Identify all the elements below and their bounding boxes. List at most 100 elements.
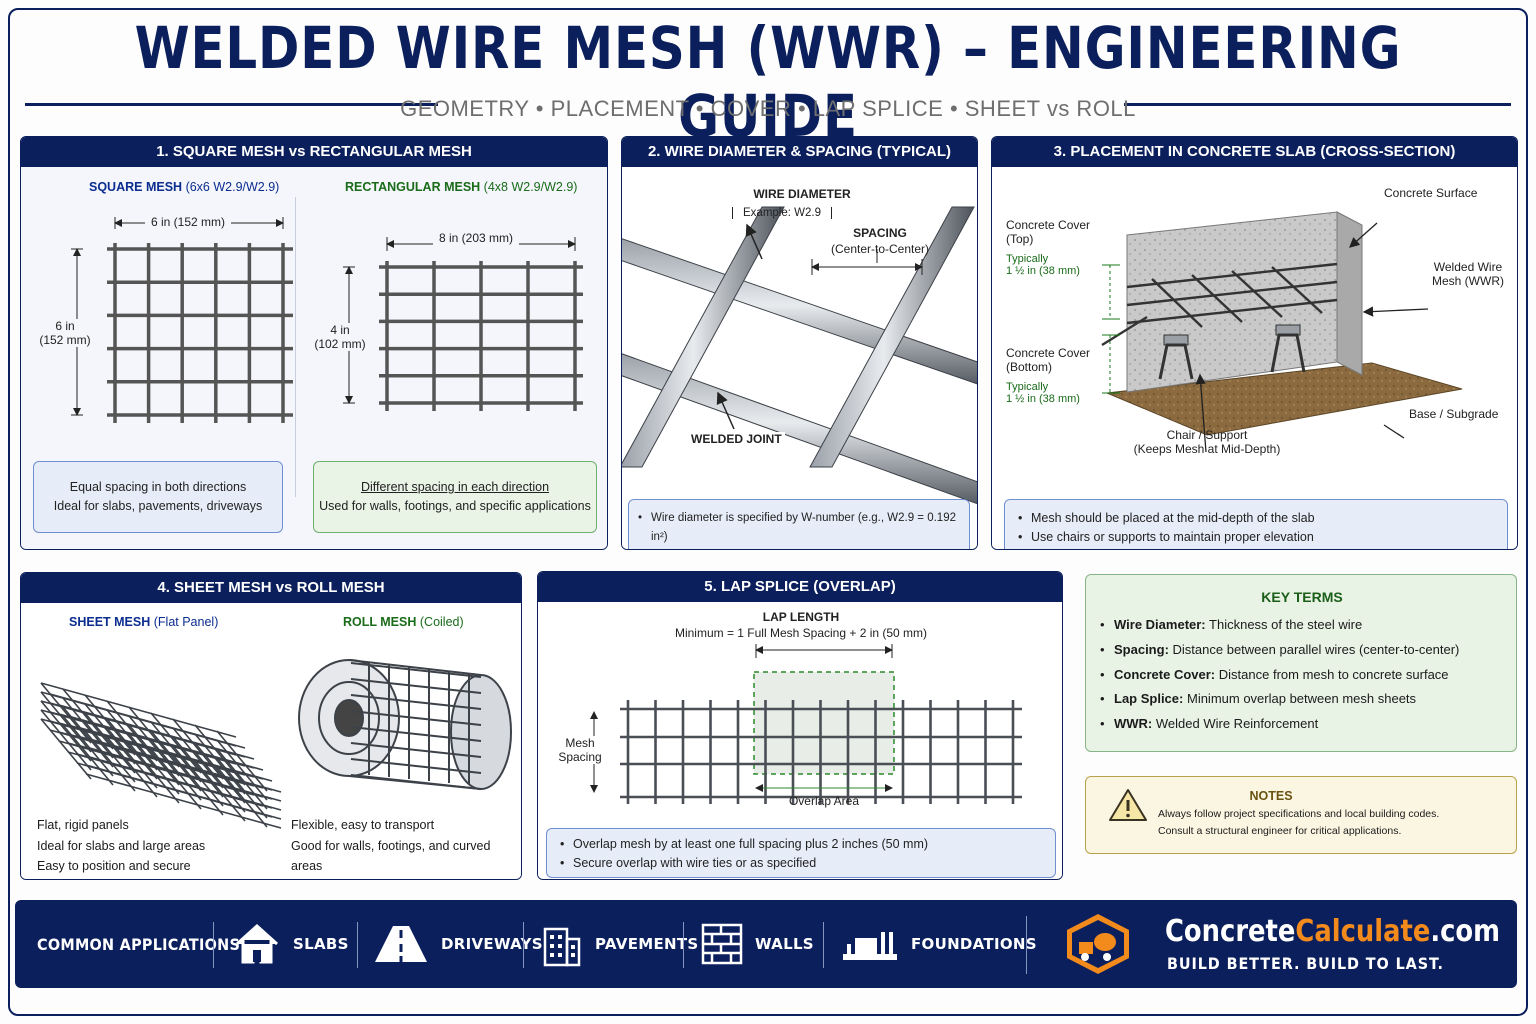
sheet-roll-drawing bbox=[40, 659, 512, 829]
sheet-wire bbox=[128, 742, 180, 804]
list-item: Wire diameter is specified by W-number (… bbox=[635, 509, 963, 547]
key-term-item: •Wire Diameter: Thickness of the steel w… bbox=[1100, 617, 1363, 632]
road-icon bbox=[375, 926, 427, 962]
key-term-item: •Lap Splice: Minimum overlap between mes… bbox=[1100, 691, 1417, 707]
key-terms-box: KEY TERMS •Wire Diameter: Thickness of t… bbox=[1085, 574, 1517, 752]
cover-top-label: Concrete Cover(Top) bbox=[1006, 218, 1091, 246]
sheet-wire bbox=[62, 697, 114, 759]
sheet-wire bbox=[40, 718, 237, 774]
rect-dim-horizontal: 8 in (203 mm) bbox=[433, 231, 520, 245]
list-item: Good for walls, footings, and curved are… bbox=[291, 838, 491, 874]
roll-wire bbox=[350, 662, 482, 678]
chair-support-label: Chair / Support(Keeps Mesh at Mid-Depth) bbox=[1133, 428, 1281, 456]
sheet-wire bbox=[194, 733, 246, 795]
app-foundations: FOUNDATIONS bbox=[841, 900, 1037, 988]
sheet-mesh-heading: SHEET MESH (Flat Panel) bbox=[69, 615, 219, 629]
app-driveways: DRIVEWAYS bbox=[373, 900, 543, 988]
sheet-wire bbox=[85, 773, 282, 829]
notes-line-1: Always follow project specifications and… bbox=[1158, 808, 1440, 820]
concrete-surface-label: Concrete Surface bbox=[1384, 186, 1478, 200]
list-item: Unroll and cut to required length bbox=[291, 877, 521, 880]
brand-logo-icon bbox=[1067, 914, 1129, 974]
lap-minimum-label: Minimum = 1 Full Mesh Spacing + 2 in (50… bbox=[674, 626, 928, 640]
wire-notes: Wire diameter is specified by W-number (… bbox=[628, 499, 970, 549]
sheet-wire bbox=[128, 733, 180, 795]
mesh-drawings bbox=[71, 217, 583, 423]
key-terms-title: KEY TERMS bbox=[1261, 589, 1343, 605]
sheet-wire bbox=[40, 682, 237, 738]
subtitle-rule-right bbox=[1124, 103, 1511, 106]
spacing-sublabel: (Center-to-Center) bbox=[830, 242, 930, 256]
panel-body: WIRE DIAMETER Example: W2.9 SPACING (Cen… bbox=[622, 167, 977, 549]
panel-body: SQUARE MESH (6x6 W2.9/W2.9) RECTANGULAR … bbox=[21, 167, 607, 549]
sheet-wire bbox=[172, 736, 224, 798]
sheet-wire bbox=[106, 700, 158, 762]
panel-body: SHEET MESH (Flat Panel) ROLL MESH (Coile… bbox=[21, 603, 521, 879]
sheet-wire bbox=[216, 739, 268, 801]
sheet-wire bbox=[40, 691, 237, 747]
sheet-wire bbox=[84, 721, 136, 783]
rect-mesh-heading: RECTANGULAR MESH (4x8 W2.9/W2.9) bbox=[345, 180, 578, 194]
sheet-wire bbox=[150, 748, 202, 810]
roll-wire bbox=[350, 694, 482, 710]
sheet-wire bbox=[67, 751, 264, 807]
roll-wire bbox=[350, 742, 482, 758]
sheet-wire bbox=[62, 724, 114, 786]
sheet-wire bbox=[62, 715, 114, 777]
panel-sheet-vs-roll: 4. SHEET MESH vs ROLL MESH SHEET MESH (F… bbox=[20, 572, 522, 880]
panel-title: 4. SHEET MESH vs ROLL MESH bbox=[21, 573, 521, 603]
sheet-wire bbox=[150, 721, 202, 783]
foundation-icon bbox=[843, 932, 897, 960]
panel-title: 3. PLACEMENT IN CONCRETE SLAB (CROSS-SEC… bbox=[992, 137, 1517, 167]
sheet-wire bbox=[58, 740, 255, 796]
sheet-wire bbox=[172, 745, 224, 807]
key-term-item: •Spacing: Distance between parallel wire… bbox=[1100, 641, 1460, 657]
square-mesh-heading: SQUARE MESH (6x6 W2.9/W2.9) bbox=[89, 180, 280, 194]
sheet-wire bbox=[194, 724, 246, 786]
page-subtitle: GEOMETRY • PLACEMENT • COVER • LAP SPLIC… bbox=[400, 96, 1136, 121]
roll-wire bbox=[350, 758, 482, 774]
rect-dim-vertical: 4 in(102 mm) bbox=[311, 323, 369, 351]
sheet-wire bbox=[194, 751, 246, 813]
placement-notes: Mesh should be placed at the mid-depth o… bbox=[1004, 499, 1508, 549]
sheet-wire bbox=[84, 712, 136, 774]
sheet-wire bbox=[216, 748, 268, 810]
sheet-wire bbox=[216, 757, 268, 819]
list-item: Secure overlap with wire ties or as spec… bbox=[557, 854, 1045, 873]
key-term-item: •Concrete Cover: Distance from mesh to c… bbox=[1100, 666, 1449, 682]
sheet-wire bbox=[40, 709, 237, 765]
sheet-wire bbox=[106, 709, 158, 771]
sheet-wire bbox=[40, 700, 237, 756]
panel-placement-cross-section: 3. PLACEMENT IN CONCRETE SLAB (CROSS-SEC… bbox=[991, 136, 1518, 550]
list-item: Flexible, easy to transport bbox=[291, 818, 435, 832]
sheet-wire bbox=[40, 709, 92, 771]
list-item: Easy to position and secure bbox=[37, 859, 191, 873]
roll-wire bbox=[350, 774, 482, 790]
app-walls: WALLS bbox=[701, 900, 814, 988]
square-mesh-grid bbox=[107, 243, 293, 423]
sheet-wire bbox=[128, 706, 180, 768]
sheet-wire bbox=[172, 727, 224, 789]
wire-diameter-label: WIRE DIAMETER bbox=[753, 187, 851, 201]
sheet-wire bbox=[84, 730, 136, 792]
lap-splice-drawing bbox=[590, 644, 1022, 804]
key-term-item: •WWR: Welded Wire Reinforcement bbox=[1100, 716, 1319, 732]
sheet-wire bbox=[40, 691, 92, 753]
sheet-wire bbox=[216, 730, 268, 792]
roll-mesh-heading: ROLL MESH (Coiled) bbox=[343, 615, 464, 629]
sheet-wire bbox=[49, 729, 246, 785]
sheet-wire bbox=[62, 706, 114, 768]
sheet-wire bbox=[84, 694, 136, 756]
list-item: Flat, rigid panels bbox=[37, 818, 129, 832]
sheet-wire bbox=[40, 700, 92, 762]
subtitle-rule-left bbox=[25, 103, 438, 106]
square-dim-vertical: 6 in(152 mm) bbox=[39, 319, 91, 347]
app-pavements: PAVEMENTS bbox=[541, 900, 699, 988]
sheet-wire bbox=[150, 730, 202, 792]
cover-bottom-label: Concrete Cover(Bottom) bbox=[1006, 346, 1091, 374]
brick-wall-icon bbox=[701, 923, 743, 965]
